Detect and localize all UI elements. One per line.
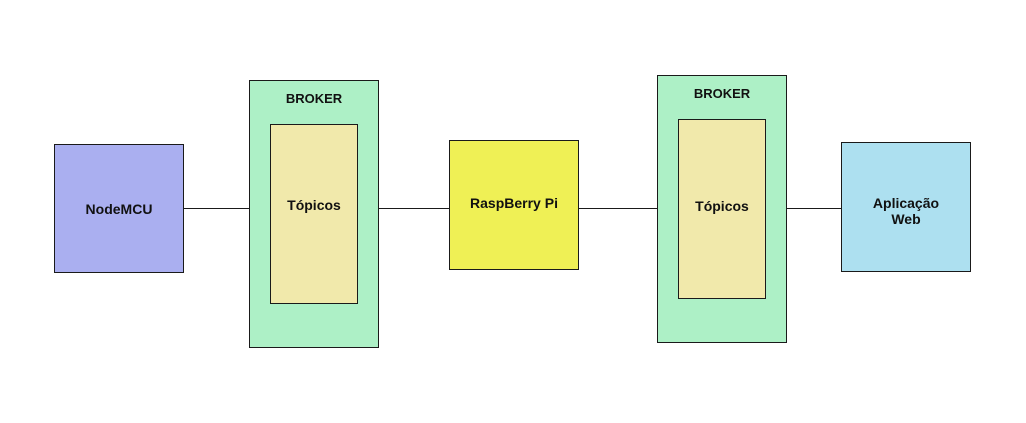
raspberry-node: RaspBerry Pi (449, 140, 579, 270)
broker-left-title: BROKER (285, 91, 343, 106)
nodemcu-node: NodeMCU (54, 144, 184, 273)
connector-raspberry-broker (578, 208, 658, 209)
webapp-node: Aplicação Web (841, 142, 971, 272)
broker-right-topics-node: Tópicos (678, 119, 766, 299)
broker-left-topics-label: Tópicos (287, 197, 341, 213)
connector-broker-raspberry (378, 208, 450, 209)
broker-right-title: BROKER (693, 86, 751, 101)
connector-broker-webapp (786, 208, 842, 209)
webapp-label: Aplicação Web (872, 195, 940, 227)
connector-nodemcu-broker (184, 208, 250, 209)
nodemcu-label: NodeMCU (85, 200, 153, 217)
broker-left-topics-node: Tópicos (270, 124, 358, 304)
raspberry-label: RaspBerry Pi (470, 195, 558, 211)
broker-right-topics-label: Tópicos (695, 198, 749, 214)
